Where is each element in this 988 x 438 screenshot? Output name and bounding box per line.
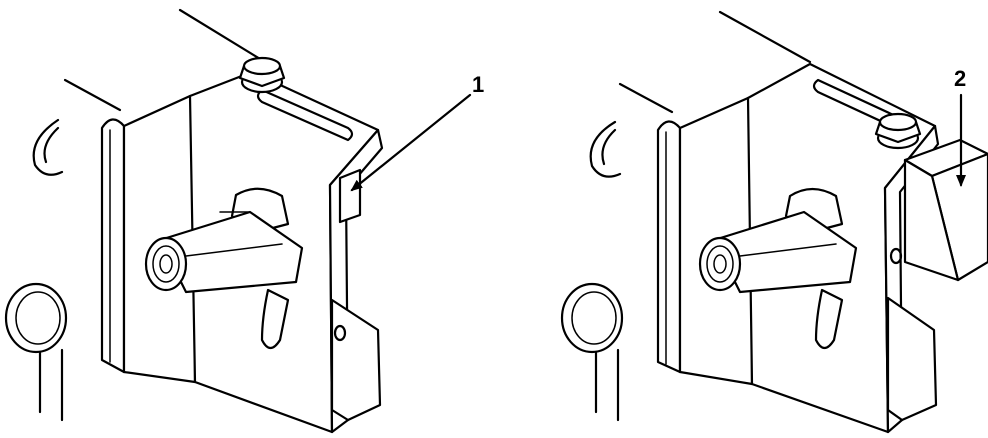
- cam-lever: [144, 187, 304, 350]
- cam-lever-right: [698, 187, 858, 350]
- top-bolt: [238, 56, 286, 94]
- vertical-post-right: [656, 120, 682, 374]
- foot-hole-right: [889, 247, 903, 265]
- rail-left-line-right: [618, 82, 674, 114]
- callout-2-label: 2: [954, 66, 966, 91]
- callout-1-leader: [350, 93, 472, 192]
- rail-top-line: [178, 8, 267, 64]
- round-washer: [4, 282, 68, 422]
- callout-1-label: 1: [472, 72, 484, 97]
- round-washer-right: [560, 282, 624, 422]
- adjustment-slot: [256, 88, 354, 142]
- rail-top-line-right: [718, 10, 812, 64]
- spacer-block: [338, 168, 362, 224]
- panel-left-bracket-assembly: [4, 8, 472, 434]
- vertical-post: [100, 118, 126, 374]
- crescent-hook-right: [589, 120, 622, 178]
- foot-hole: [333, 324, 347, 342]
- lower-foot-right: [886, 296, 938, 422]
- panel-right-bracket-assembly: [560, 10, 988, 434]
- lower-foot: [330, 298, 382, 422]
- rail-left-line: [63, 78, 122, 112]
- top-bolt-right: [874, 112, 922, 150]
- crescent-hook: [32, 118, 64, 176]
- extended-block: [903, 138, 988, 282]
